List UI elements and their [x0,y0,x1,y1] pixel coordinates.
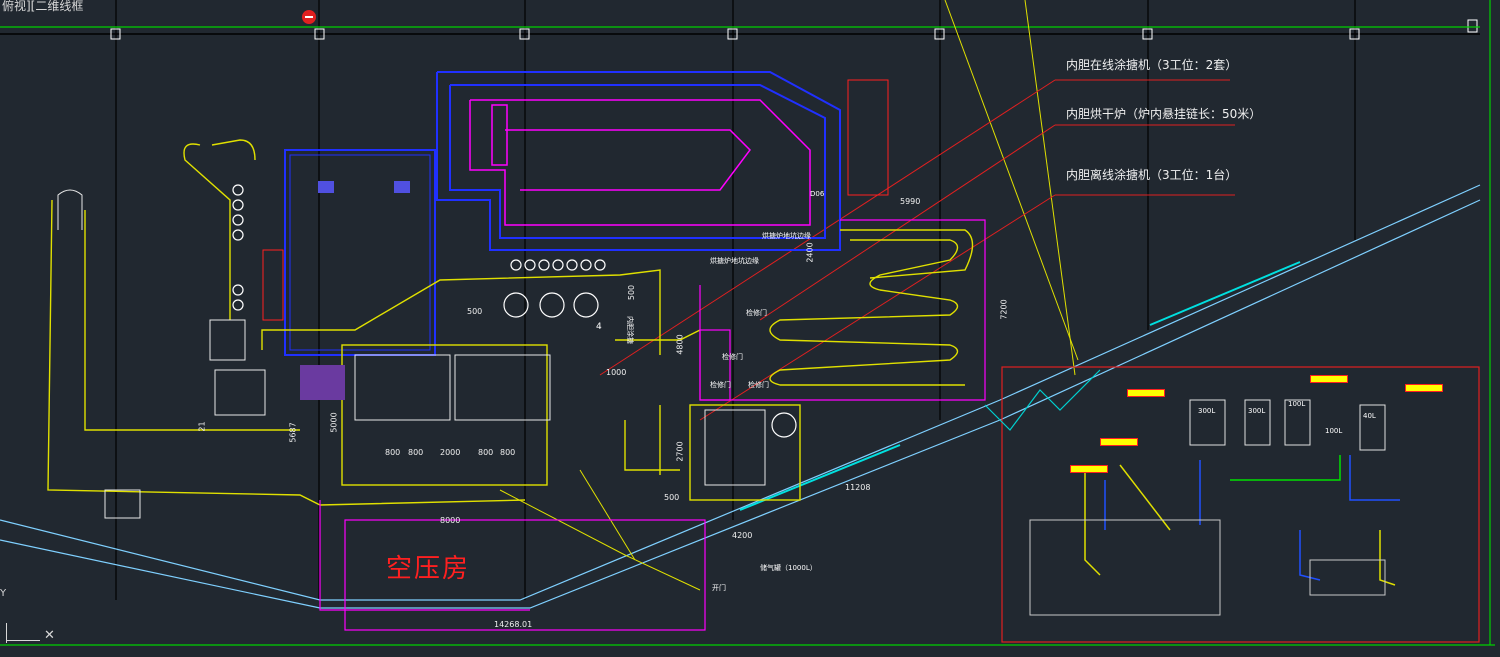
detail-tag [1100,438,1138,446]
magenta-rooms [319,219,986,631]
detail-frame [1001,366,1480,643]
zigzag-belt [984,369,1101,431]
ucs-axis-icon: Y ✕ [0,588,55,643]
oven-side-rack [262,79,889,321]
oven-edge-label-a: 烘搪炉地坑边缘 [762,232,811,240]
dim-4200: 4200 [732,531,753,540]
dim-2400: 2400 [805,242,815,263]
door-label-2: 检修门 [722,353,743,361]
dim-row-4: 800 [478,448,494,457]
dim-7200: 7200 [999,299,1009,320]
coater-machines [57,189,766,519]
oven-edge-label-b: 烘搪炉地坑边缘 [710,257,759,265]
dim-row-1: 800 [385,448,401,457]
yellow-conveyor [47,139,974,506]
dim-500-c: 500 [627,284,637,301]
dim-21: 21 [197,421,207,432]
mixing-tanks [1189,399,1386,451]
dim-500-a: 500 [467,307,483,316]
detail-tag [1127,389,1165,397]
detail-tag [1070,465,1108,473]
detail-piping [1084,455,1400,586]
tank-label: 300L [1198,407,1216,415]
tank-label: 40L [1363,412,1376,420]
callout-offline-coater: 内胆离线涂搪机（3工位：1台） [1066,168,1238,182]
dim-500-b: 500 [664,493,680,502]
detail-machines [1029,519,1386,616]
site-road [0,184,1481,609]
dim-5000: 5000 [329,412,339,433]
detail-tag [1405,384,1443,392]
open-door-label: 开门 [712,584,726,592]
dim-row-5: 800 [500,448,516,457]
coater-label: 内胆涂搪 [626,316,634,344]
dim-11208: 11208 [845,483,871,492]
boundary-lines [499,0,1079,591]
callout-leaders [599,79,1235,421]
callout-online-coater: 内胆在线涂搪机（3工位：2套） [1066,58,1238,72]
door-label-4: 检修门 [748,381,769,389]
view-label: 俯视][二维线框 [2,0,84,13]
dim-2700: 2700 [675,441,685,462]
tank-label: 100L [1288,400,1306,408]
dim-5687: 5687 [288,422,298,443]
oven-conveyor [469,99,811,226]
no-entry-icon [302,10,316,24]
dim-row-2: 800 [408,448,424,457]
fan-row [232,184,797,438]
site-border [0,0,1495,646]
room-label-compressor: 空压房 [386,554,471,584]
door-label-3: 检修门 [710,381,731,389]
door-label-1: 检修门 [746,309,767,317]
d06-label: D06 [810,190,825,198]
dim-14268: 14268.01 [494,620,533,629]
dim-5990: 5990 [900,197,921,206]
detail-tag [1310,375,1348,383]
num-4-label: 4 [596,322,602,332]
callout-drying-oven: 内胆烘干炉（炉内悬挂链长：50米） [1066,107,1262,121]
tank-label: 100L [1325,427,1343,435]
tank-label: 300L [1248,407,1266,415]
dim-1000: 1000 [606,368,627,377]
column-markers [110,19,1478,40]
dim-4800: 4800 [675,334,685,355]
dim-8000: 8000 [440,516,461,525]
drying-oven [284,71,841,356]
air-tank-label: 储气罐（1000L） [760,564,817,572]
dim-row-3: 2000 [440,448,461,457]
